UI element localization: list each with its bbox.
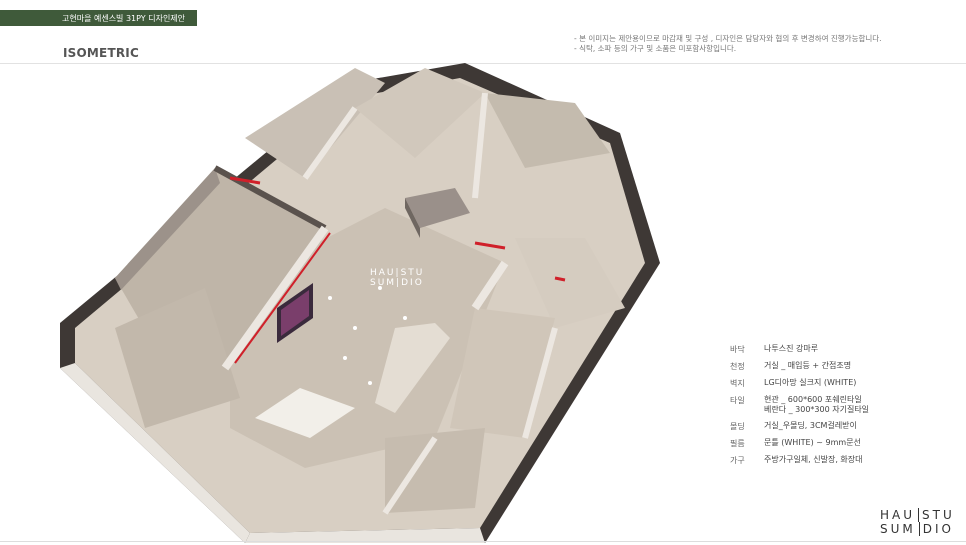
spec-value: 나투스진 강마루 — [764, 344, 819, 353]
spec-value: 거실_우몰딩, 3CM걸레받이 — [764, 421, 857, 430]
spec-key: 벽지 — [730, 379, 745, 388]
header-divider — [0, 63, 966, 64]
isometric-floorplan-render — [60, 63, 660, 543]
spec-row: 가구 주방가구일체, 신발장, 화장대 — [730, 455, 869, 466]
logo-text: SUM — [880, 522, 916, 536]
spec-row: 천정 거실 _ 매입등 + 간접조명 — [730, 361, 869, 372]
spec-value: 주방가구일체, 신발장, 화장대 — [764, 455, 863, 464]
logo-text: DIO — [922, 522, 954, 536]
logo-text: HAU — [880, 508, 916, 522]
project-title: 고현마을 예센스빌 31PY 디자인제안 — [62, 13, 186, 23]
page-heading: ISOMETRIC — [63, 46, 139, 60]
logo-text: STU — [922, 508, 955, 522]
render-watermark: HAU|STU SUM|DIO — [370, 268, 425, 288]
spec-key: 몰딩 — [730, 422, 745, 431]
brand-logo: HAU STU SUM DIO — [880, 508, 955, 536]
spec-value: 거실 _ 매입등 + 간접조명 — [764, 361, 852, 370]
notes: - 본 이미지는 제안용이므로 마감재 및 구성 , 디자인은 담당자와 협의 … — [574, 34, 882, 54]
footer-divider — [0, 541, 966, 542]
spec-value: LG디아망 실크지 (WHITE) — [764, 378, 857, 387]
spec-key: 필름 — [730, 439, 745, 448]
spec-row: 몰딩 거실_우몰딩, 3CM걸레받이 — [730, 421, 869, 432]
spec-row: 필름 문틀 (WHITE) ~ 9mm문선 — [730, 438, 869, 449]
spec-key: 타일 — [730, 396, 745, 405]
spec-key: 가구 — [730, 456, 745, 465]
spec-value: 문틀 (WHITE) ~ 9mm문선 — [764, 438, 861, 447]
spec-value: 현관 _ 600*600 포쉐린타일 베란다 _ 300*300 자기질타일 — [764, 395, 870, 414]
spec-key: 천정 — [730, 362, 745, 371]
project-title-badge: 고현마을 예센스빌 31PY 디자인제안 — [0, 10, 197, 26]
note-line: - 식탁, 소파 등의 가구 및 소품은 미포함사항입니다. — [574, 44, 737, 53]
spec-row: 벽지 LG디아망 실크지 (WHITE) — [730, 378, 869, 389]
spec-row: 타일 현관 _ 600*600 포쉐린타일 베란다 _ 300*300 자기질타… — [730, 395, 869, 415]
note-line: - 본 이미지는 제안용이므로 마감재 및 구성 , 디자인은 담당자와 협의 … — [574, 34, 882, 43]
spec-row: 바닥 나투스진 강마루 — [730, 344, 869, 355]
material-spec-list: 바닥 나투스진 강마루 천정 거실 _ 매입등 + 간접조명 벽지 LG디아망 … — [730, 344, 869, 472]
spec-key: 바닥 — [730, 345, 745, 354]
